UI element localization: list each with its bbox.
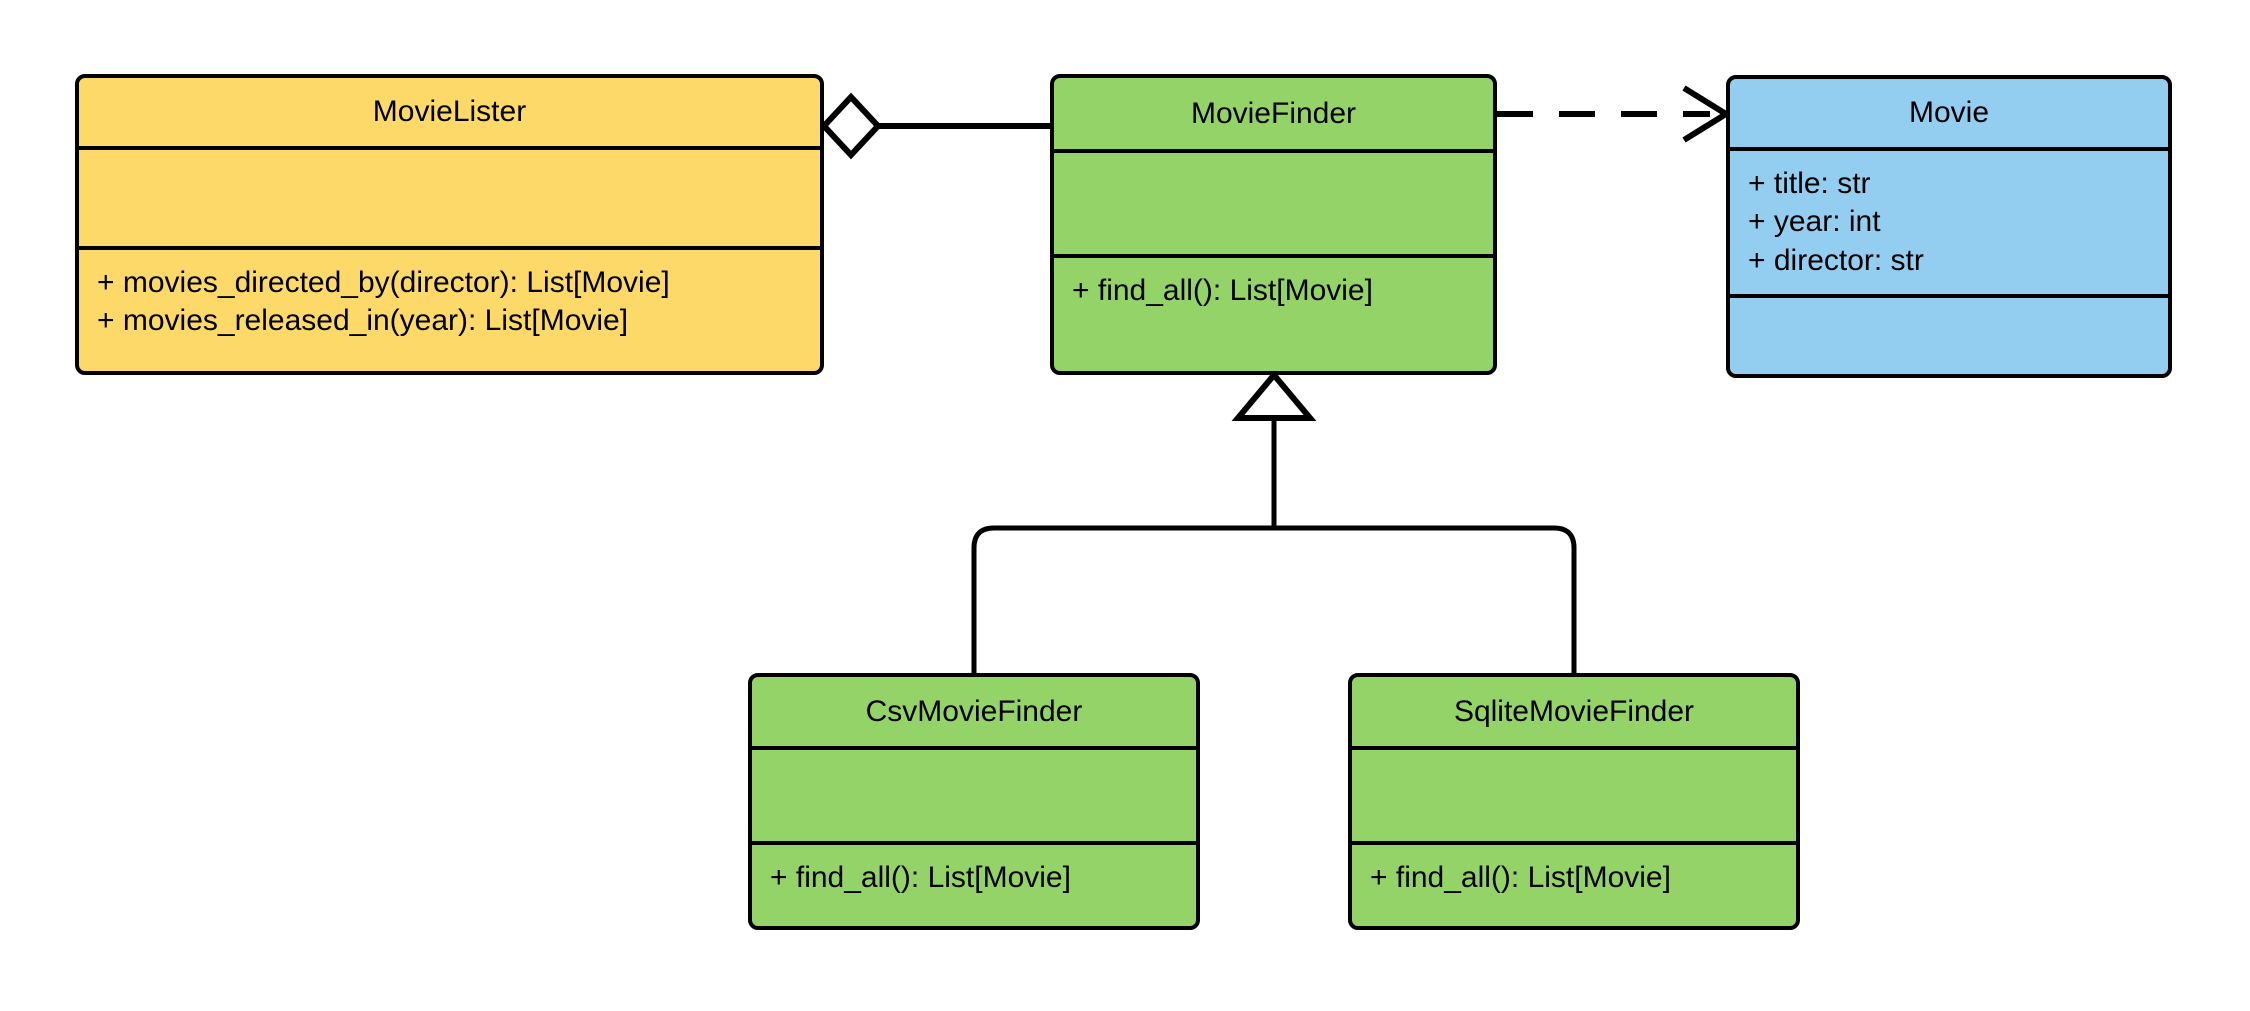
inheritance-edge-group[interactable] bbox=[971, 370, 1577, 673]
class-methods-movie bbox=[1730, 294, 2168, 374]
class-name-movie: Movie bbox=[1908, 96, 1990, 129]
attribute-item: + director: str bbox=[1748, 243, 1924, 277]
attribute-item: + title: str bbox=[1748, 167, 1871, 200]
class-box-csvmoviefinder[interactable]: CsvMovieFinder + find_all(): List[Movie] bbox=[748, 673, 1200, 930]
class-attributes-csvmoviefinder bbox=[752, 746, 1196, 841]
method-item: + find_all(): List[Movie] bbox=[770, 861, 1071, 894]
aggregation-edge-movielister-moviefinder[interactable] bbox=[819, 92, 1050, 160]
class-attributes-moviefinder bbox=[1054, 149, 1493, 254]
method-item: + movies_released_in(year): List[Movie] bbox=[97, 304, 629, 338]
inheritance-branch-csvmoviefinder bbox=[971, 525, 1274, 673]
hollow-diamond-icon bbox=[819, 92, 883, 160]
hollow-triangle-icon bbox=[1231, 370, 1317, 421]
class-name-sqlitemoviefinder: SqliteMovieFinder bbox=[1453, 694, 1695, 728]
class-box-movielister[interactable]: MovieLister + movies_directed_by(directo… bbox=[75, 74, 824, 375]
class-name-movielister: MovieLister bbox=[372, 95, 527, 128]
class-box-movie[interactable]: Movie + title: str + year: int + directo… bbox=[1726, 75, 2172, 378]
class-box-sqlitemoviefinder[interactable]: SqliteMovieFinder + find_all(): List[Mov… bbox=[1348, 673, 1800, 930]
class-name-moviefinder: MovieFinder bbox=[1190, 96, 1357, 130]
open-arrow-icon bbox=[1682, 85, 1732, 143]
method-item: + find_all(): List[Movie] bbox=[1370, 861, 1671, 894]
class-methods-movielister: + movies_directed_by(director): List[Mov… bbox=[79, 246, 820, 371]
inheritance-branch-sqlitemoviefinder bbox=[1274, 525, 1577, 673]
class-methods-csvmoviefinder: + find_all(): List[Movie] bbox=[752, 841, 1196, 926]
method-item: + movies_directed_by(director): List[Mov… bbox=[97, 266, 670, 299]
class-name-csvmoviefinder: CsvMovieFinder bbox=[865, 694, 1083, 728]
class-box-moviefinder[interactable]: MovieFinder + find_all(): List[Movie] bbox=[1050, 74, 1497, 375]
class-attributes-movielister bbox=[79, 146, 820, 246]
class-methods-moviefinder: + find_all(): List[Movie] bbox=[1054, 254, 1493, 371]
dependency-edge-moviefinder-movie[interactable] bbox=[1497, 85, 1732, 143]
method-item: + find_all(): List[Movie] bbox=[1072, 274, 1373, 307]
class-attributes-sqlitemoviefinder bbox=[1352, 746, 1796, 841]
attribute-item: + year: int bbox=[1748, 205, 1881, 239]
class-methods-sqlitemoviefinder: + find_all(): List[Movie] bbox=[1352, 841, 1796, 926]
class-attributes-movie: + title: str + year: int + director: str bbox=[1730, 147, 2168, 294]
